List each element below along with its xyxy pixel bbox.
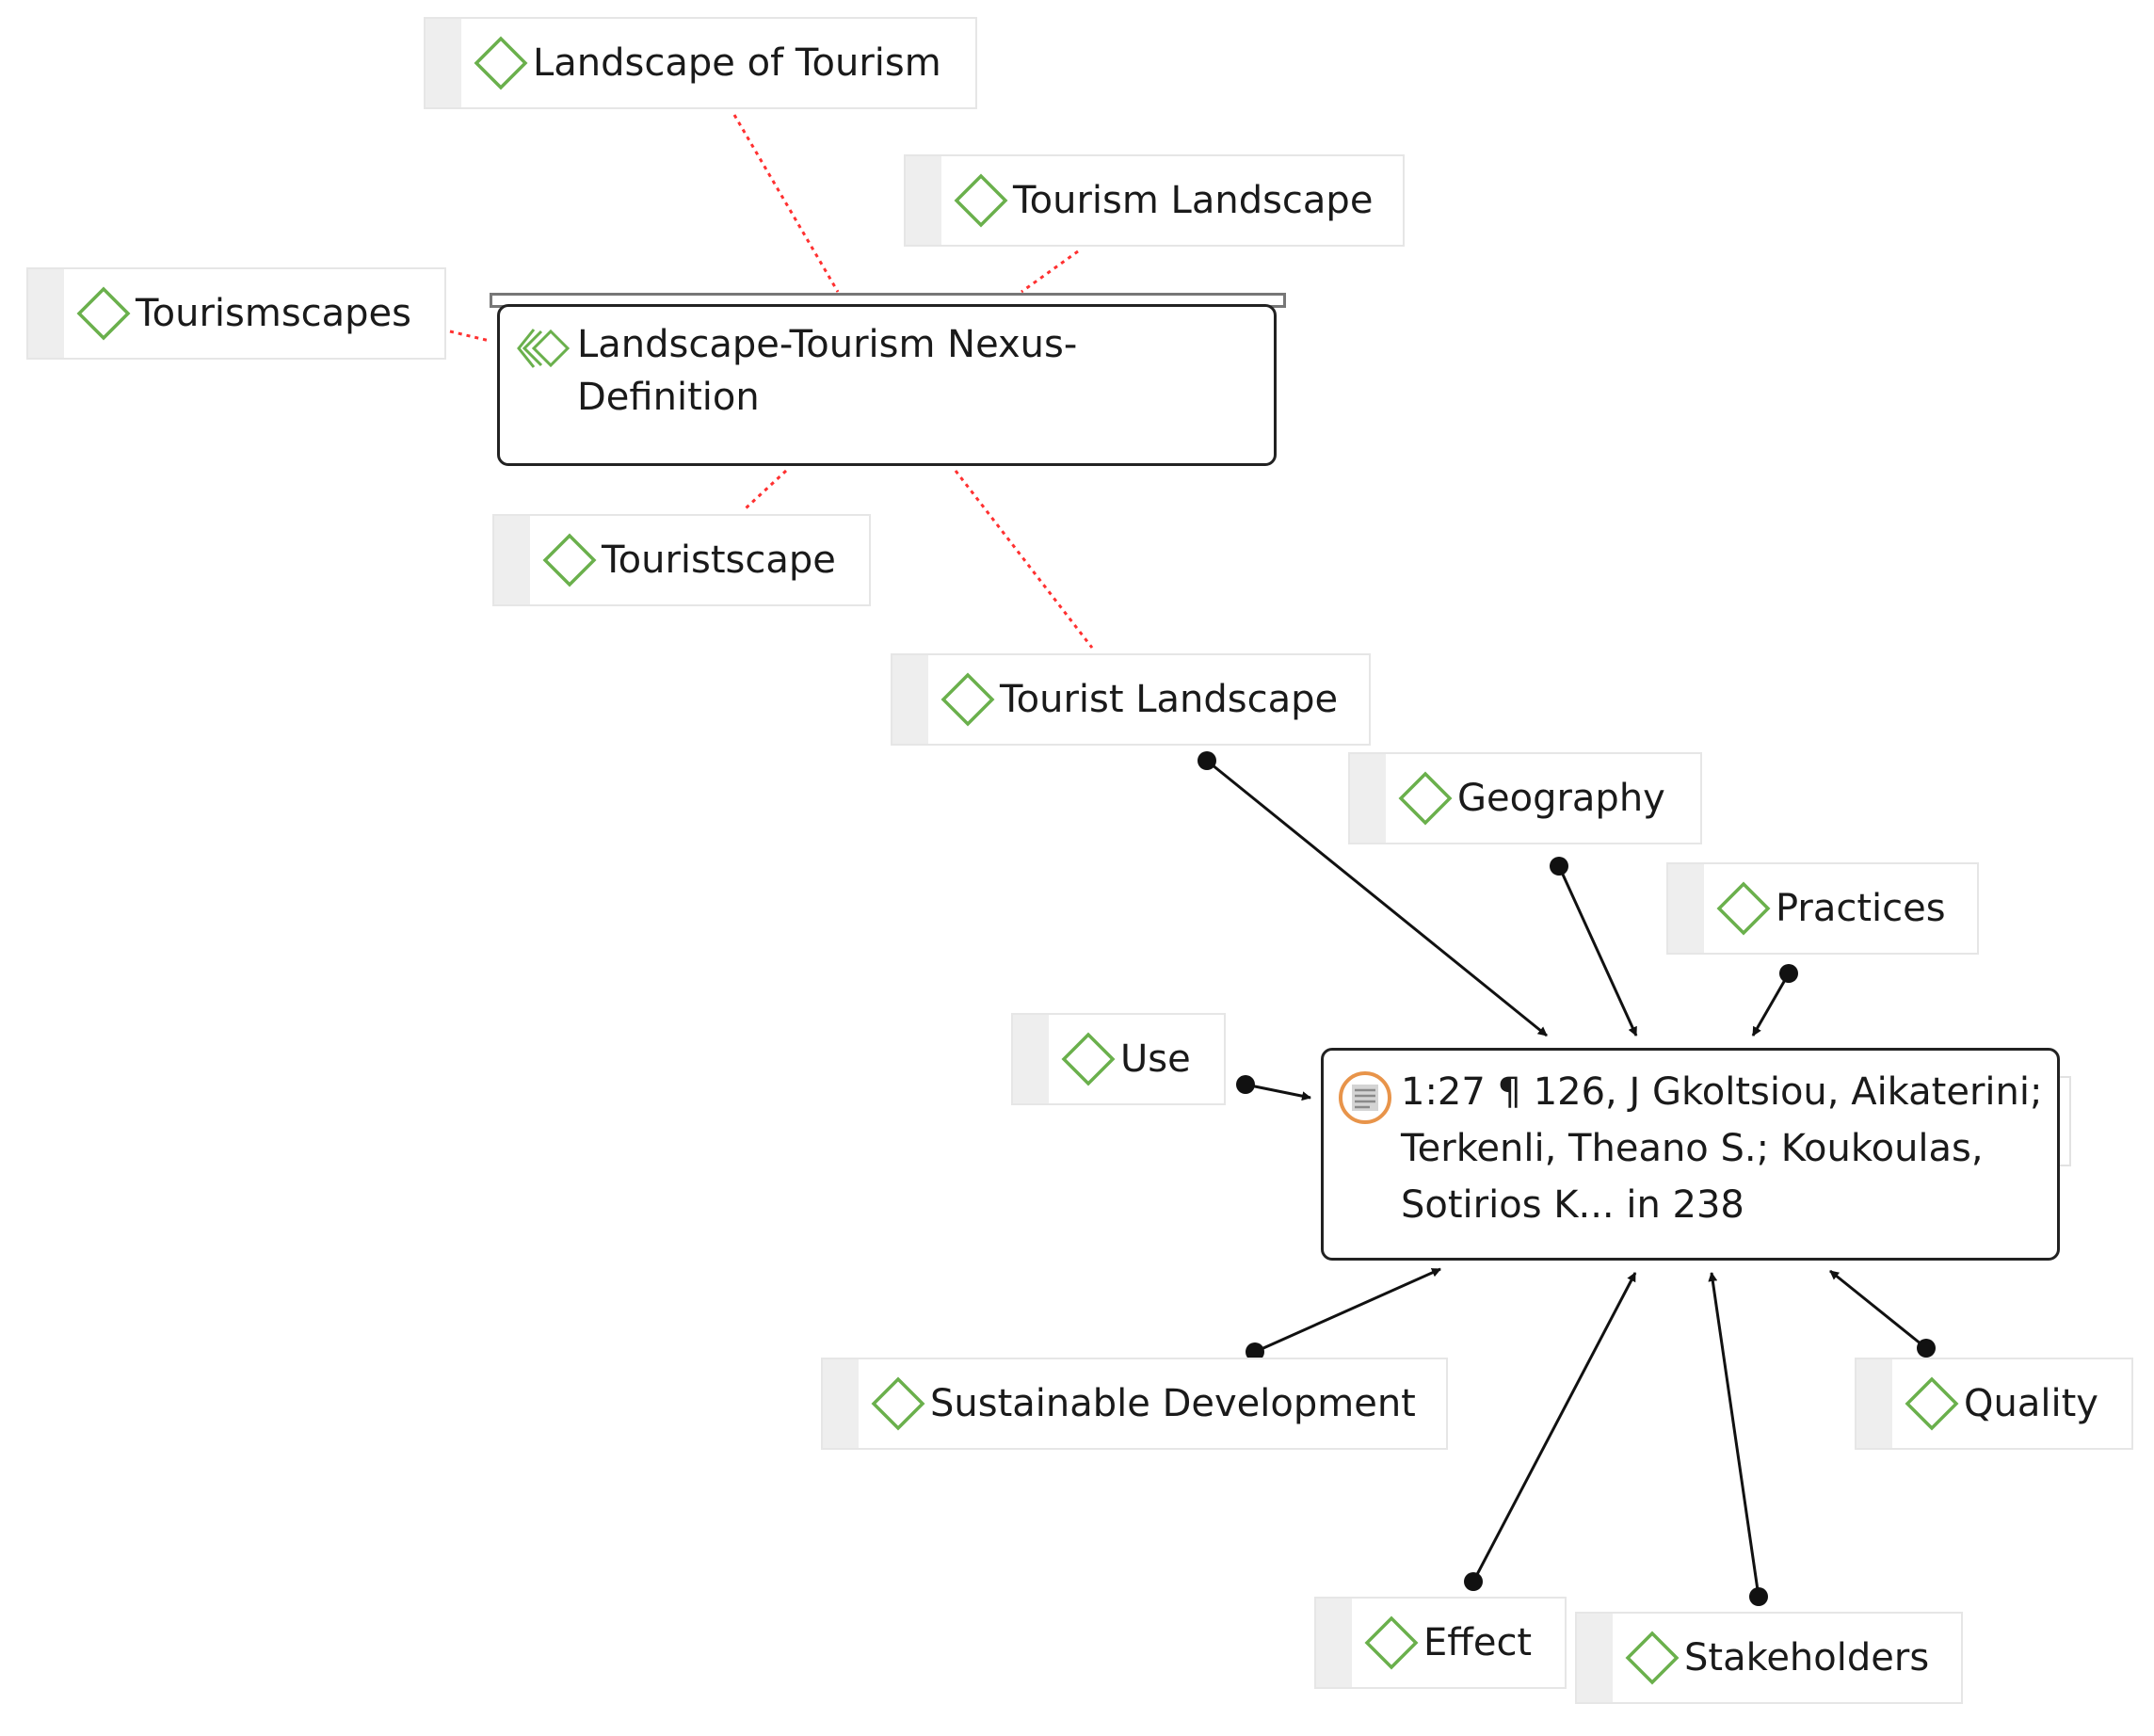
code-icon	[1060, 1031, 1117, 1087]
network-icon	[513, 320, 573, 377]
node-grip	[1350, 754, 1386, 843]
code-node-use[interactable]: Use	[1011, 1013, 1226, 1105]
code-node-touristscape[interactable]: Touristscape	[492, 514, 871, 606]
code-label: Stakeholders	[1684, 1636, 1930, 1680]
node-grip	[1668, 864, 1704, 953]
code-node-tourist-landscape[interactable]: Tourist Landscape	[891, 653, 1371, 746]
arrow-geography[interactable]	[1550, 857, 1638, 1037]
link-landscape-of-tourism[interactable]	[732, 114, 840, 293]
code-icon	[541, 532, 598, 588]
code-icon	[953, 172, 1009, 229]
code-node-geography[interactable]: Geography	[1348, 752, 1702, 844]
link-tourism-landscape[interactable]	[1021, 249, 1079, 294]
code-label: Tourist Landscape	[1000, 678, 1339, 721]
node-grip	[823, 1359, 859, 1448]
quotation-node[interactable]: 1:27 ¶ 126, J Gkoltsiou, Aikaterini; Ter…	[1321, 1048, 2060, 1261]
code-icon	[940, 671, 996, 728]
link-touristscape[interactable]	[744, 469, 788, 510]
arrow-tourist-landscape[interactable]	[1198, 751, 1548, 1037]
code-label: Geography	[1457, 777, 1665, 820]
code-node-stakeholders[interactable]: Stakeholders	[1575, 1612, 1963, 1704]
code-label: Landscape of Tourism	[533, 41, 941, 85]
node-grip	[1316, 1599, 1352, 1687]
link-tourist-landscape[interactable]	[954, 470, 1094, 649]
node-grip	[28, 269, 64, 358]
code-icon	[75, 285, 132, 342]
arrow-sustainable-development[interactable]	[1246, 1267, 1441, 1361]
arrow-effect[interactable]	[1464, 1272, 1637, 1591]
code-label: Tourismscapes	[136, 292, 412, 335]
node-grip	[494, 516, 530, 604]
code-node-sustainable-development[interactable]: Sustainable Development	[821, 1358, 1448, 1450]
arrow-quality[interactable]	[1829, 1269, 1936, 1358]
code-icon	[1904, 1375, 1960, 1432]
code-node-tourism-landscape[interactable]: Tourism Landscape	[904, 154, 1405, 247]
quotation-shadow	[2060, 1076, 2071, 1166]
arrow-use[interactable]	[1236, 1075, 1311, 1101]
code-label: Touristscape	[602, 538, 836, 582]
code-label: Use	[1120, 1037, 1191, 1081]
code-node-landscape-of-tourism[interactable]: Landscape of Tourism	[424, 17, 977, 109]
node-grip	[1013, 1015, 1049, 1103]
quotation-label: 1:27 ¶ 126, J Gkoltsiou, Aikaterini; Ter…	[1401, 1070, 2043, 1227]
node-grip	[426, 19, 461, 107]
code-label: Effect	[1423, 1621, 1533, 1664]
quotation-icon	[1337, 1069, 1393, 1126]
node-grip	[892, 655, 928, 744]
code-node-practices[interactable]: Practices	[1666, 862, 1979, 955]
code-node-effect[interactable]: Effect	[1314, 1597, 1567, 1689]
node-grip	[1577, 1614, 1613, 1702]
arrow-stakeholders[interactable]	[1708, 1272, 1768, 1606]
code-node-tourismscapes[interactable]: Tourismscapes	[26, 267, 446, 360]
code-label: Quality	[1964, 1382, 2098, 1425]
code-label: Practices	[1776, 887, 1946, 930]
code-icon	[1715, 880, 1772, 937]
node-grip	[1857, 1359, 1892, 1448]
code-icon	[1363, 1615, 1420, 1671]
arrow-practices[interactable]	[1751, 964, 1798, 1037]
network-label: Landscape-Tourism Nexus-Definition	[577, 323, 1078, 419]
code-icon	[473, 35, 529, 91]
network-node[interactable]: Landscape-Tourism Nexus-Definition	[497, 304, 1277, 466]
code-label: Sustainable Development	[930, 1382, 1416, 1425]
code-label: Tourism Landscape	[1013, 179, 1374, 222]
code-icon	[870, 1375, 926, 1432]
node-grip	[906, 156, 941, 245]
link-tourismscapes[interactable]	[449, 330, 490, 343]
code-icon	[1624, 1630, 1680, 1686]
code-node-quality[interactable]: Quality	[1855, 1358, 2133, 1450]
code-icon	[1397, 770, 1454, 827]
